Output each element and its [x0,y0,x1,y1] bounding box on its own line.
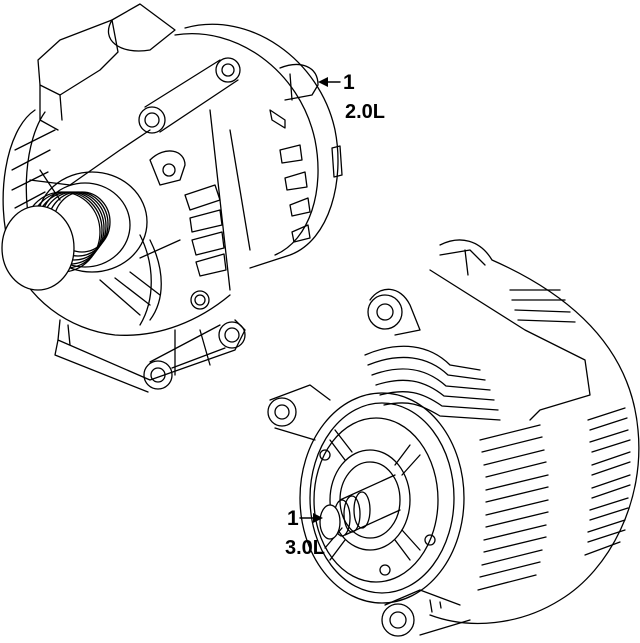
callout-number: 1 [343,71,355,94]
callout-arrow-3-0l [299,513,323,523]
callout-spec-label: 3.0L [285,537,326,559]
callout-arrow-2-0l [318,77,341,87]
callout-spec-label: 2.0L [345,101,386,123]
alternator-2-0l-drawing [1,3,343,393]
callout-number: 1 [287,507,299,530]
alternator-3-0l-drawing [267,239,640,637]
